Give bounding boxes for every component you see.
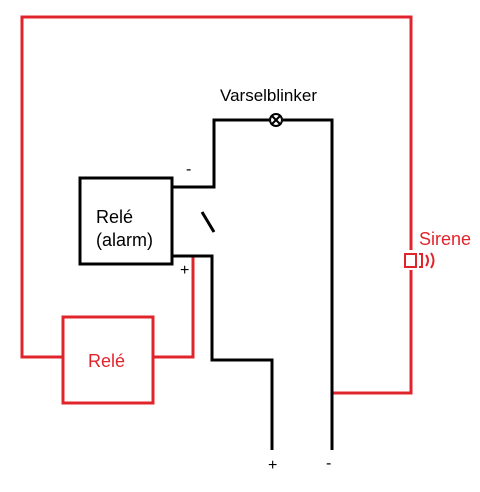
red-wire-siren-to-minus: [332, 270, 413, 395]
alarm-relay-box: [78, 176, 174, 266]
red-wires: [20, 15, 413, 395]
relay-label: Relé: [88, 351, 125, 371]
alarm-relay-minus-sign: -: [186, 161, 191, 178]
relay-box: [61, 315, 155, 405]
black-wires: [172, 118, 334, 450]
switch-contact-icon: [200, 211, 216, 233]
siren-speaker-icon: [404, 252, 435, 269]
black-wire-lamp-right: [283, 118, 334, 450]
siren-label: Sirene: [419, 229, 471, 249]
red-wire-relay-to-alarm-plus: [153, 256, 195, 359]
black-wire-alarm-minus-to-lamp: [172, 118, 269, 189]
red-wire-top-loop: [20, 15, 413, 359]
alarm-relay-label-line1: Relé: [96, 207, 133, 227]
black-wire-alarm-plus-to-supply: [172, 254, 274, 450]
alarm-relay-plus-sign: +: [180, 262, 189, 279]
supply-plus-sign: +: [268, 457, 277, 474]
alarm-relay-label-line2: (alarm): [96, 230, 153, 250]
warning-light-label: Varselblinker: [220, 86, 317, 105]
lamp-symbol-icon: [269, 113, 283, 127]
supply-minus-sign: -: [326, 455, 331, 472]
